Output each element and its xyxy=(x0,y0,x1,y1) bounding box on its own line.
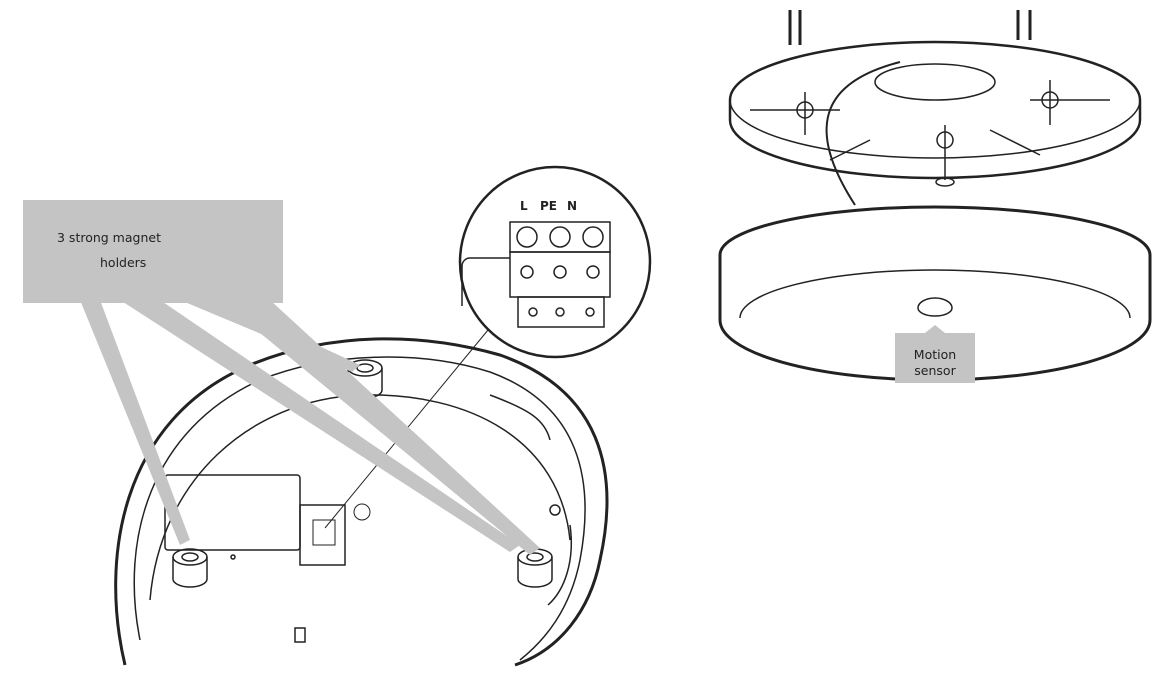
terminal-label-pe: PE xyxy=(540,199,557,213)
magnet-label-line1: 3 strong magnet xyxy=(57,230,161,245)
motion-sensor-dome xyxy=(917,297,953,317)
magnet-holder xyxy=(172,548,208,588)
mounting-plate xyxy=(728,10,1142,206)
motion-sensor-callout xyxy=(895,325,975,383)
terminal-label-n: N xyxy=(567,199,578,213)
terminal-label-l: L xyxy=(520,199,528,213)
magnet-label-line2: holders xyxy=(100,255,147,270)
terminal-block-magnified xyxy=(458,165,652,359)
lamp-body xyxy=(718,205,1152,382)
motion-label-line2: sensor xyxy=(914,363,956,378)
magnet-callout-pointers xyxy=(23,200,540,555)
motion-label-line1: Motion xyxy=(913,347,957,362)
magnet-holder xyxy=(517,548,553,588)
